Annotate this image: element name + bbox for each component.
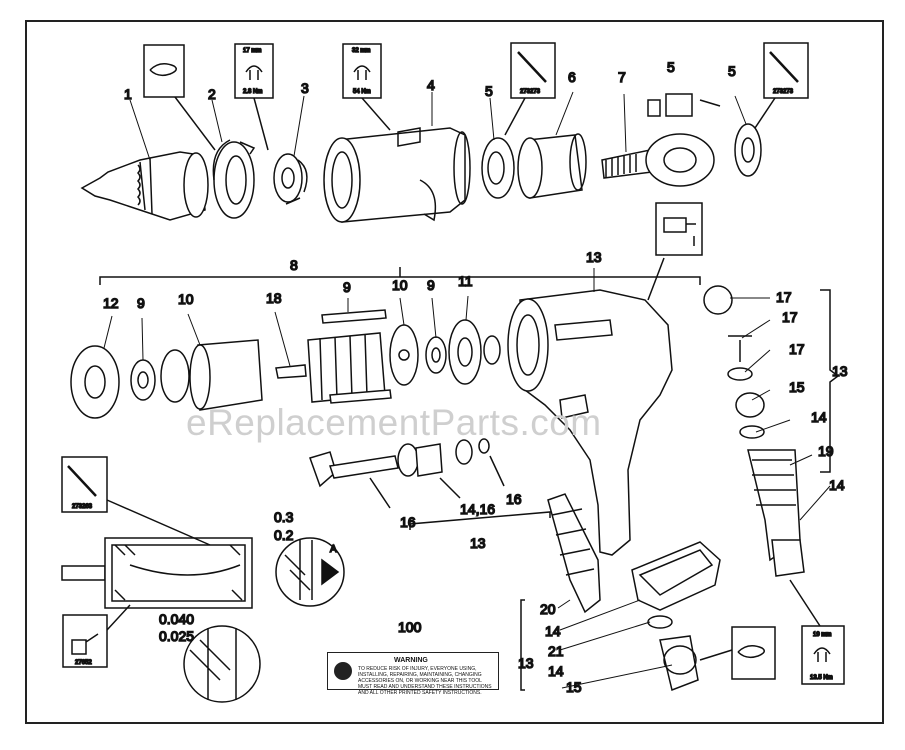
callout-13b: 13 bbox=[832, 363, 848, 379]
part-cover-21 bbox=[631, 541, 721, 611]
callout-15a: 15 bbox=[789, 379, 805, 395]
wrench19-size: 19 mm bbox=[813, 632, 831, 638]
bracket-13-bottom bbox=[520, 599, 525, 691]
wrench19-torque: 13.5 Nm bbox=[810, 675, 833, 681]
callout-19: 19 bbox=[818, 443, 834, 459]
cutaway-detail bbox=[61, 537, 345, 703]
part-ring-gear-5 bbox=[481, 137, 515, 199]
callout-9c: 9 bbox=[427, 277, 435, 293]
callout-14b: 14 bbox=[829, 477, 845, 493]
leader-lines bbox=[103, 91, 831, 689]
icon-box-wrench-17mm bbox=[234, 43, 274, 151]
callout-10a: 10 bbox=[178, 291, 194, 307]
callout-16a: 16 bbox=[400, 514, 416, 530]
clearance-top-b: 0.2 bbox=[274, 527, 294, 543]
callout-9b: 9 bbox=[343, 279, 351, 295]
part-inlet-15 bbox=[647, 615, 699, 692]
callout-10b: 10 bbox=[392, 277, 408, 293]
callout-12: 12 bbox=[103, 295, 119, 311]
callout-15b: 15 bbox=[566, 679, 582, 695]
callout-1: 1 bbox=[124, 86, 132, 102]
callout-5a: 5 bbox=[485, 83, 493, 99]
part-ring-2 bbox=[212, 139, 256, 219]
part-grip-housing-13 bbox=[507, 289, 673, 556]
callout-5c: 5 bbox=[728, 63, 736, 79]
icon-box-wrench-19mm bbox=[789, 579, 845, 685]
callout-13c: 13 bbox=[470, 535, 486, 551]
callout-21: 21 bbox=[548, 643, 564, 659]
part-chuck bbox=[80, 151, 209, 221]
callout-2: 2 bbox=[208, 86, 216, 102]
marker-a: A bbox=[330, 544, 337, 555]
part-spindle-7 bbox=[601, 93, 721, 187]
oil-number: 27652 bbox=[75, 660, 92, 666]
part-endplate-12 bbox=[70, 345, 120, 419]
callout-13a: 13 bbox=[586, 249, 602, 265]
part-silencer-20 bbox=[547, 493, 601, 614]
callout-8: 8 bbox=[290, 257, 298, 273]
tool-number-b: 273273 bbox=[773, 89, 794, 95]
valve-stack bbox=[703, 285, 840, 577]
diagram-frame bbox=[25, 20, 884, 724]
icon-box-hand-1 bbox=[143, 44, 216, 151]
callout-4: 4 bbox=[427, 77, 435, 93]
callout-14c: 14 bbox=[545, 623, 561, 639]
callout-14a: 14 bbox=[811, 409, 827, 425]
icon-box-hand-2 bbox=[699, 626, 776, 680]
part-nut-3 bbox=[273, 153, 308, 205]
wrench32-size: 32 mm bbox=[352, 48, 370, 54]
icon-box-wrench-32mm bbox=[342, 43, 391, 131]
icon-box-vise bbox=[647, 202, 703, 301]
bracket-8 bbox=[99, 267, 701, 285]
wrench17-size: 17 mm bbox=[243, 48, 261, 54]
part-ring-gear-5b bbox=[734, 123, 762, 177]
clearance-bottom-b: 0.025 bbox=[159, 628, 194, 644]
callout-17b: 17 bbox=[782, 309, 798, 325]
icon-box-tool-273263 bbox=[61, 456, 211, 546]
callout-6: 6 bbox=[568, 69, 576, 85]
wrench17-torque: 2.8 Nm bbox=[243, 89, 262, 95]
warning-label: WARNING TO REDUCE RISK OF INJURY, EVERYO… bbox=[327, 652, 499, 696]
clearance-bottom-a: 0.040 bbox=[159, 611, 194, 627]
part-rotor-18 bbox=[275, 309, 392, 404]
part-trigger-16 bbox=[309, 438, 551, 530]
callout-13d: 13 bbox=[518, 655, 534, 671]
callout-11: 11 bbox=[458, 273, 473, 289]
callout-17a: 17 bbox=[776, 289, 792, 305]
callout-14d: 14 bbox=[548, 663, 564, 679]
tool-number-a: 273273 bbox=[520, 89, 541, 95]
part-11 bbox=[448, 319, 501, 385]
callout-16b: 16 bbox=[506, 491, 522, 507]
tool-number-c: 273263 bbox=[72, 504, 93, 510]
icon-box-tool-273273-a bbox=[504, 42, 556, 136]
warning-icon bbox=[334, 662, 352, 680]
clearance-top-a: 0.3 bbox=[274, 509, 294, 525]
warning-text: TO REDUCE RISK OF INJURY, EVERYONE USING… bbox=[358, 666, 492, 696]
part-bearing-9b bbox=[425, 336, 447, 374]
part-cylinder-6 bbox=[517, 133, 587, 199]
callout-14-16: 14,16 bbox=[460, 501, 495, 517]
icon-box-tool-273273-b bbox=[754, 42, 809, 129]
watermark: eReplacementParts.com bbox=[186, 402, 602, 443]
wrench32-torque: 54 Nm bbox=[353, 89, 371, 95]
callout-7: 7 bbox=[618, 69, 626, 85]
callout-100: 100 bbox=[398, 619, 422, 635]
callout-20: 20 bbox=[540, 601, 556, 617]
part-housing-4 bbox=[323, 127, 471, 223]
callout-9a: 9 bbox=[137, 295, 145, 311]
callout-18: 18 bbox=[266, 290, 282, 306]
warning-title: WARNING bbox=[394, 657, 428, 664]
part-bearing-9 bbox=[130, 359, 156, 401]
callout-17c: 17 bbox=[789, 341, 805, 357]
part-endplate-10 bbox=[389, 324, 419, 386]
callout-5b: 5 bbox=[667, 59, 675, 75]
part-cylinder-10 bbox=[160, 339, 263, 411]
callout-3: 3 bbox=[301, 80, 309, 96]
icon-box-oil-27652 bbox=[62, 604, 131, 668]
